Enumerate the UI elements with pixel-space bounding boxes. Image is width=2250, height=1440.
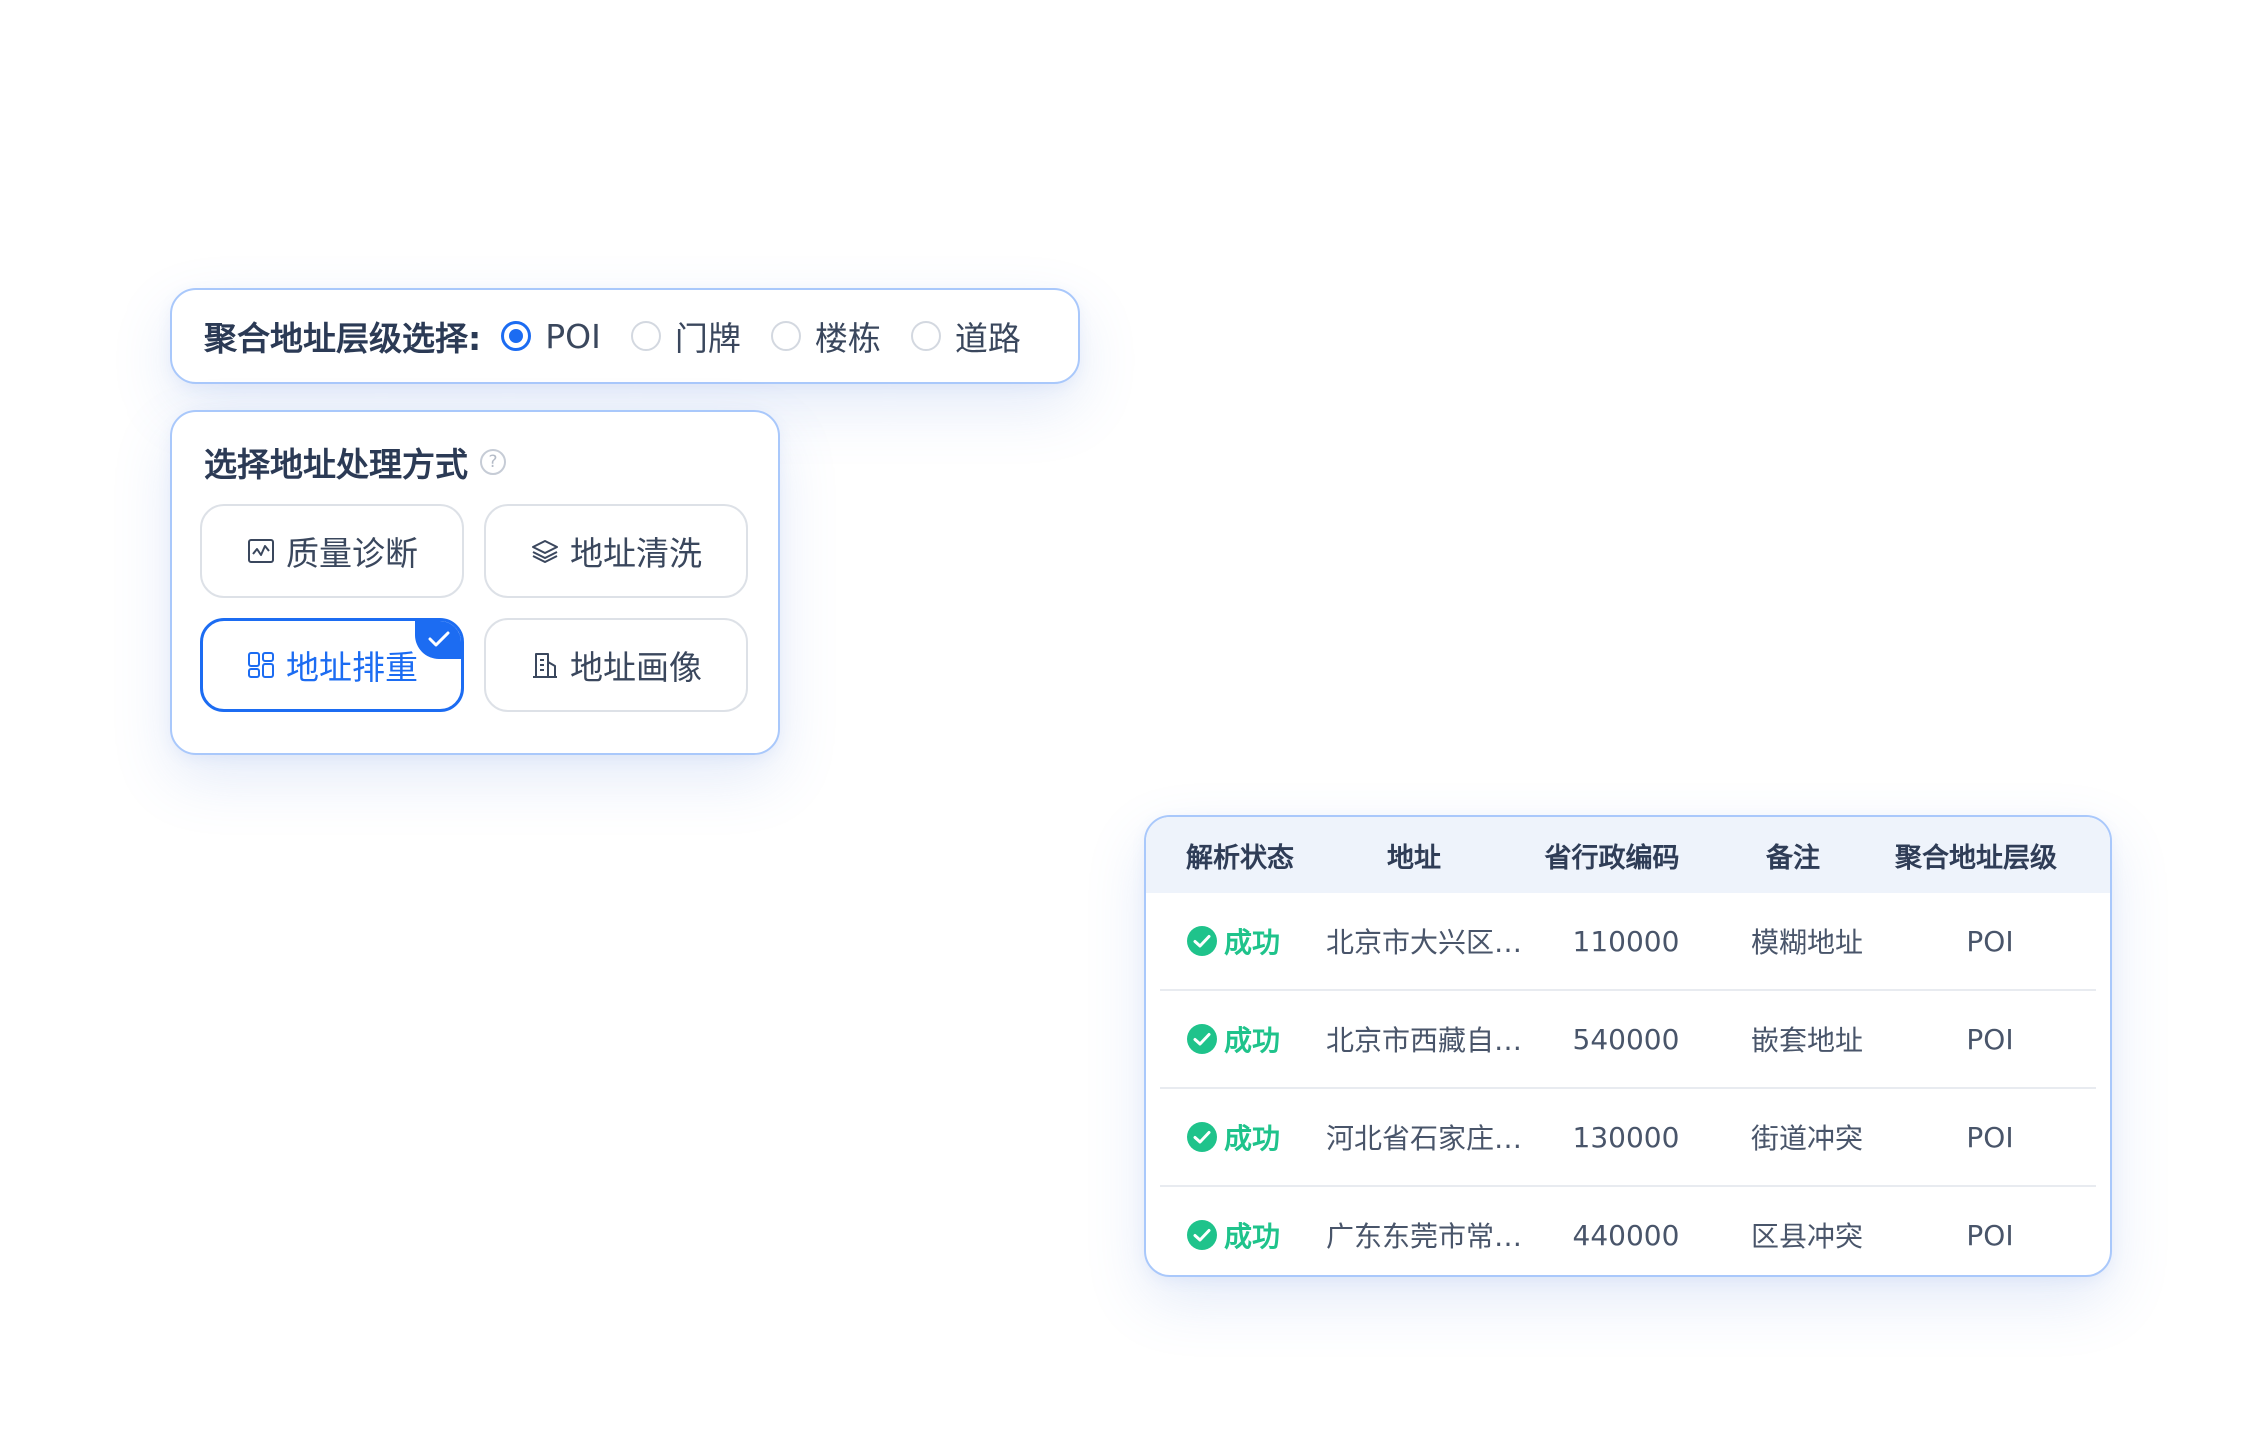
level-cell: POI xyxy=(1966,1120,2014,1154)
radio-option-doorplate[interactable]: 门牌 xyxy=(630,312,741,360)
radio-option-road[interactable]: 道路 xyxy=(910,312,1021,360)
status-cell: 成功 xyxy=(1160,1117,1326,1157)
note-cell: 街道冲突 xyxy=(1750,1122,1863,1155)
method-button-label: 质量诊断 xyxy=(286,534,418,573)
radio-label: POI xyxy=(545,316,601,356)
code-cell: 130000 xyxy=(1572,1120,1680,1154)
radio-unchecked-icon[interactable] xyxy=(630,321,661,351)
address-cell: 北京市大兴区… xyxy=(1326,926,1523,959)
address-profile-button[interactable]: 地址画像 xyxy=(484,618,748,712)
header-address: 地址 xyxy=(1387,842,1441,874)
status-text: 成功 xyxy=(1224,1220,1281,1253)
radio-option-building[interactable]: 楼栋 xyxy=(770,312,881,360)
status-text: 成功 xyxy=(1224,1122,1281,1155)
status-text: 成功 xyxy=(1224,1024,1281,1057)
table-row[interactable]: 成功 广东东莞市常… 440000 区县冲突 POI xyxy=(1160,1187,2096,1275)
radio-option-poi[interactable]: POI xyxy=(501,317,601,356)
table-row[interactable]: 成功 河北省石家庄… 130000 街道冲突 POI xyxy=(1160,1089,2096,1187)
check-circle-icon xyxy=(1186,925,1218,957)
radio-unchecked-icon[interactable] xyxy=(770,321,801,351)
table-row[interactable]: 成功 北京市大兴区… 110000 模糊地址 POI xyxy=(1160,893,2096,991)
header-note: 备注 xyxy=(1766,842,1820,874)
level-selector-card: 聚合地址层级选择: POI 门牌 楼栋 道路 xyxy=(170,288,1080,384)
check-circle-icon xyxy=(1186,1121,1218,1153)
radio-label: 道路 xyxy=(954,319,1021,358)
method-button-label: 地址画像 xyxy=(570,648,702,687)
code-cell: 540000 xyxy=(1572,1022,1680,1056)
address-cell: 广东东莞市常… xyxy=(1326,1220,1523,1253)
method-selector-card: 选择地址处理方式 ? 质量诊断 地址清洗 xyxy=(170,410,780,755)
note-cell: 区县冲突 xyxy=(1750,1220,1863,1253)
status-text: 成功 xyxy=(1224,926,1281,959)
status-cell: 成功 xyxy=(1160,1019,1326,1059)
header-status: 解析状态 xyxy=(1186,842,1294,874)
level-cell: POI xyxy=(1966,924,2014,958)
radio-label: 门牌 xyxy=(674,319,741,358)
code-cell: 440000 xyxy=(1572,1218,1680,1252)
method-selector-title: 选择地址处理方式 xyxy=(204,445,468,484)
address-cleaning-button[interactable]: 地址清洗 xyxy=(484,504,748,598)
code-cell: 110000 xyxy=(1572,924,1680,958)
method-selector-heading: 选择地址处理方式 ? xyxy=(204,440,750,484)
method-button-grid: 质量诊断 地址清洗 地址排重 xyxy=(200,504,750,712)
level-cell: POI xyxy=(1966,1022,2014,1056)
table-header: 解析状态 地址 省行政编码 备注 聚合地址层级 xyxy=(1146,817,2110,893)
check-circle-icon xyxy=(1186,1219,1218,1251)
level-cell: POI xyxy=(1966,1218,2014,1252)
grid-icon xyxy=(246,650,276,680)
radio-checked-icon[interactable] xyxy=(501,321,532,351)
radio-label: 楼栋 xyxy=(814,319,881,358)
method-button-label: 地址排重 xyxy=(286,648,418,687)
line-chart-icon xyxy=(246,536,276,566)
header-level: 聚合地址层级 xyxy=(1895,842,2057,874)
table-row[interactable]: 成功 北京市西藏自… 540000 嵌套地址 POI xyxy=(1160,991,2096,1089)
status-cell: 成功 xyxy=(1160,1215,1326,1255)
quality-diagnosis-button[interactable]: 质量诊断 xyxy=(200,504,464,598)
address-dedup-button[interactable]: 地址排重 xyxy=(200,618,464,712)
building-icon xyxy=(530,650,560,680)
selected-check-icon xyxy=(415,621,461,659)
result-table-card: 解析状态 地址 省行政编码 备注 聚合地址层级 成功 北京市大兴区… 11000… xyxy=(1144,815,2112,1277)
question-circle-icon[interactable]: ? xyxy=(480,449,506,475)
radio-unchecked-icon[interactable] xyxy=(910,321,941,351)
note-cell: 模糊地址 xyxy=(1750,926,1863,959)
note-cell: 嵌套地址 xyxy=(1750,1024,1863,1057)
layers-icon xyxy=(530,536,560,566)
level-selector-title: 聚合地址层级选择: xyxy=(204,319,482,358)
header-province-code: 省行政编码 xyxy=(1544,842,1680,874)
table-body: 成功 北京市大兴区… 110000 模糊地址 POI 成功 北京市西藏自… 54… xyxy=(1146,893,2110,1275)
method-button-label: 地址清洗 xyxy=(570,534,702,573)
status-cell: 成功 xyxy=(1160,921,1326,961)
address-cell: 北京市西藏自… xyxy=(1326,1024,1523,1057)
address-cell: 河北省石家庄… xyxy=(1326,1122,1523,1155)
check-circle-icon xyxy=(1186,1023,1218,1055)
